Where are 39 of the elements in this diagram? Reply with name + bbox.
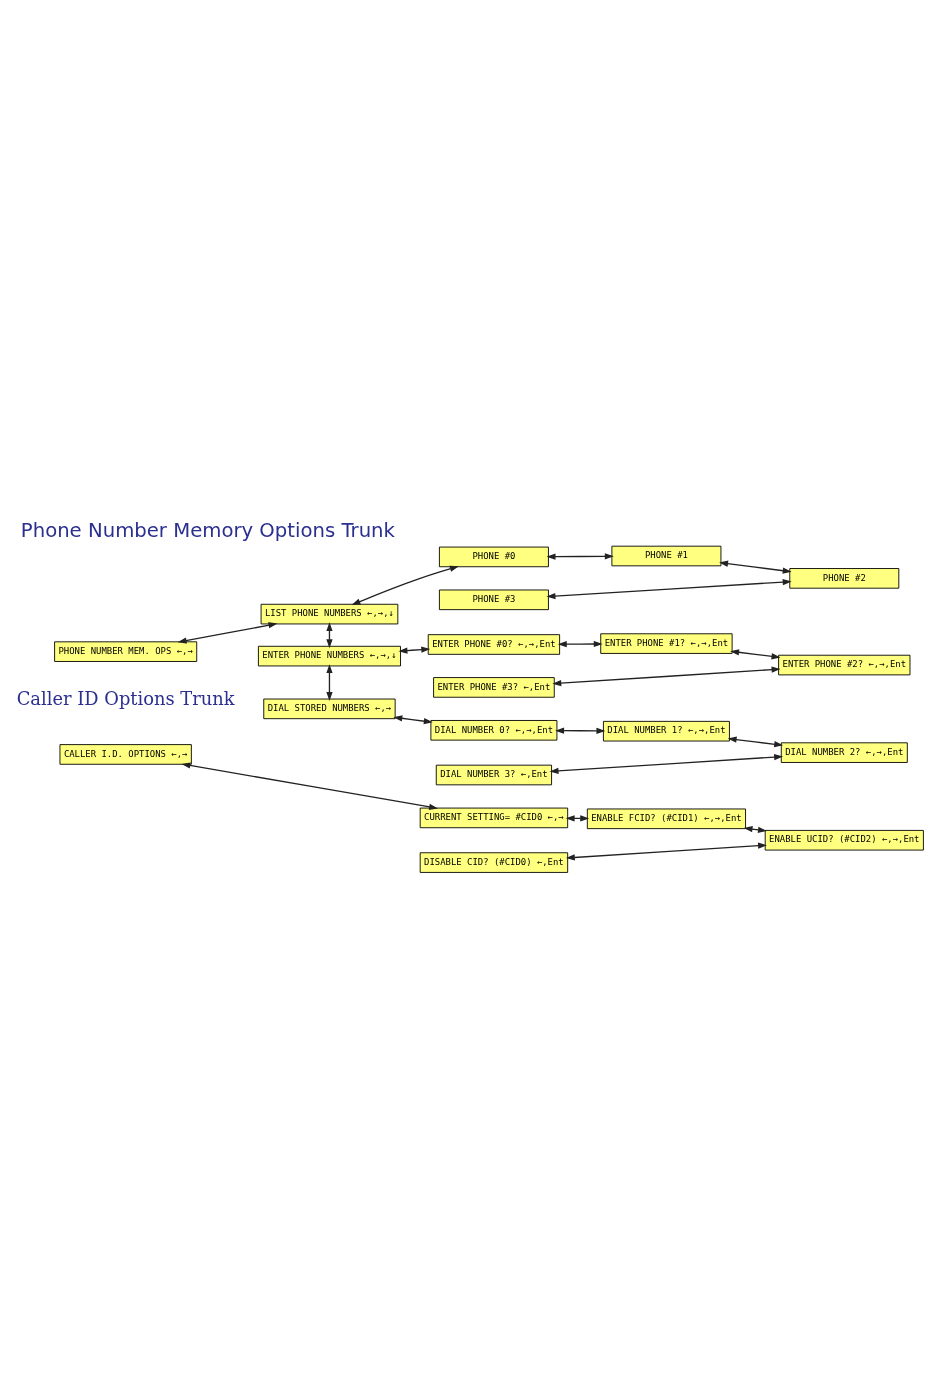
arrow bbox=[181, 762, 439, 810]
node-box: DIAL STORED NUMBERS ←,→ bbox=[263, 698, 396, 720]
node-box: PHONE #1 bbox=[611, 545, 722, 567]
node-box: ENTER PHONE #2? ←,→,Ent bbox=[778, 654, 911, 676]
arrow bbox=[549, 753, 784, 775]
node-box: PHONE #0 bbox=[438, 546, 549, 568]
node-box: PHONE NUMBER MEM. OPS ←,→ bbox=[54, 641, 198, 662]
arrow bbox=[719, 560, 792, 574]
arrow bbox=[557, 640, 603, 648]
arrow bbox=[565, 842, 767, 861]
node-box: CURRENT SETTING= #CID0 ←,→ bbox=[419, 807, 569, 829]
node-box: DIAL NUMBER 1? ←,→,Ent bbox=[602, 720, 730, 742]
arrow bbox=[546, 578, 792, 600]
arrow bbox=[398, 646, 431, 654]
node-box: DISABLE CID? (#CID0) ←,Ent bbox=[419, 852, 569, 873]
arrow bbox=[177, 622, 278, 644]
arrow bbox=[351, 565, 459, 606]
node-box: CALLER I.D. OPTIONS ←,→ bbox=[59, 744, 192, 765]
arrow bbox=[730, 649, 781, 660]
node-box: ENTER PHONE #1? ←,→,Ent bbox=[600, 633, 733, 654]
node-box: DIAL NUMBER 3? ←,Ent bbox=[435, 764, 552, 786]
arrow bbox=[555, 727, 606, 734]
arrow bbox=[552, 666, 781, 687]
arrow bbox=[727, 736, 784, 748]
node-box: ENTER PHONE #0? ←,→,Ent bbox=[427, 634, 561, 655]
node-box: LIST PHONE NUMBERS ←,→,↓ bbox=[260, 603, 399, 625]
arrow bbox=[546, 553, 614, 560]
node-box: ENABLE FCID? (#CID1) ←,→,Ent bbox=[586, 808, 746, 830]
node-box: DIAL NUMBER 2? ←,→,Ent bbox=[780, 742, 908, 763]
node-box: ENTER PHONE NUMBERS ←,→,↓ bbox=[257, 645, 401, 667]
arrow bbox=[393, 715, 433, 725]
arrow bbox=[326, 664, 333, 701]
node-box: PHONE #3 bbox=[438, 589, 549, 611]
node-box: ENABLE UCID? (#CID2) ←,→,Ent bbox=[764, 829, 924, 851]
label: Caller ID Options Trunk bbox=[16, 688, 235, 710]
node-box: PHONE #2 bbox=[789, 568, 900, 589]
node-box: DIAL NUMBER 0? ←,→,Ent bbox=[430, 720, 558, 741]
diagram-title: Phone Number Memory Options Trunk bbox=[20, 518, 395, 542]
node-box: ENTER PHONE #3? ←,Ent bbox=[433, 677, 555, 698]
